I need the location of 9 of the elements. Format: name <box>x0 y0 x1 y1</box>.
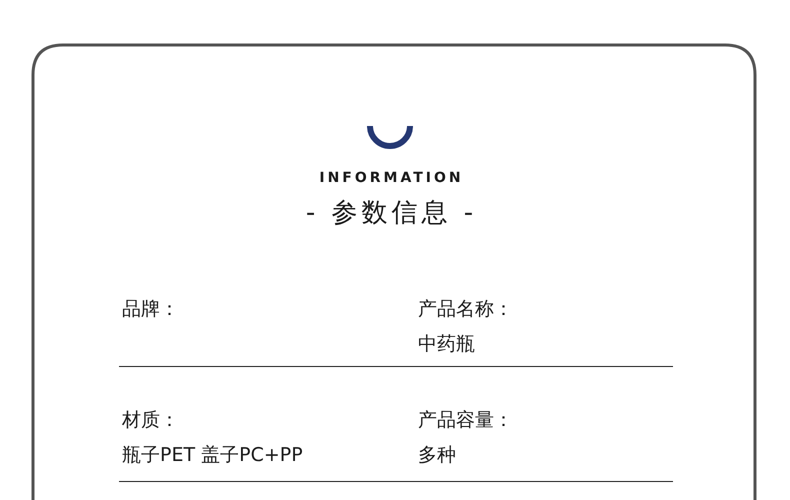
field-label: 品牌： <box>122 297 179 322</box>
subheading: - 参数信息 - <box>304 197 478 230</box>
field-value: 多种 <box>418 443 456 468</box>
field-value: 中药瓶 <box>418 332 475 357</box>
field-label: 产品容量： <box>418 408 513 433</box>
field-label: 产品名称： <box>418 297 513 322</box>
field-value: 瓶子PET 盖子PC+PP <box>122 443 303 468</box>
heading: INFORMATION <box>318 170 465 186</box>
field-label: 材质： <box>122 408 179 433</box>
